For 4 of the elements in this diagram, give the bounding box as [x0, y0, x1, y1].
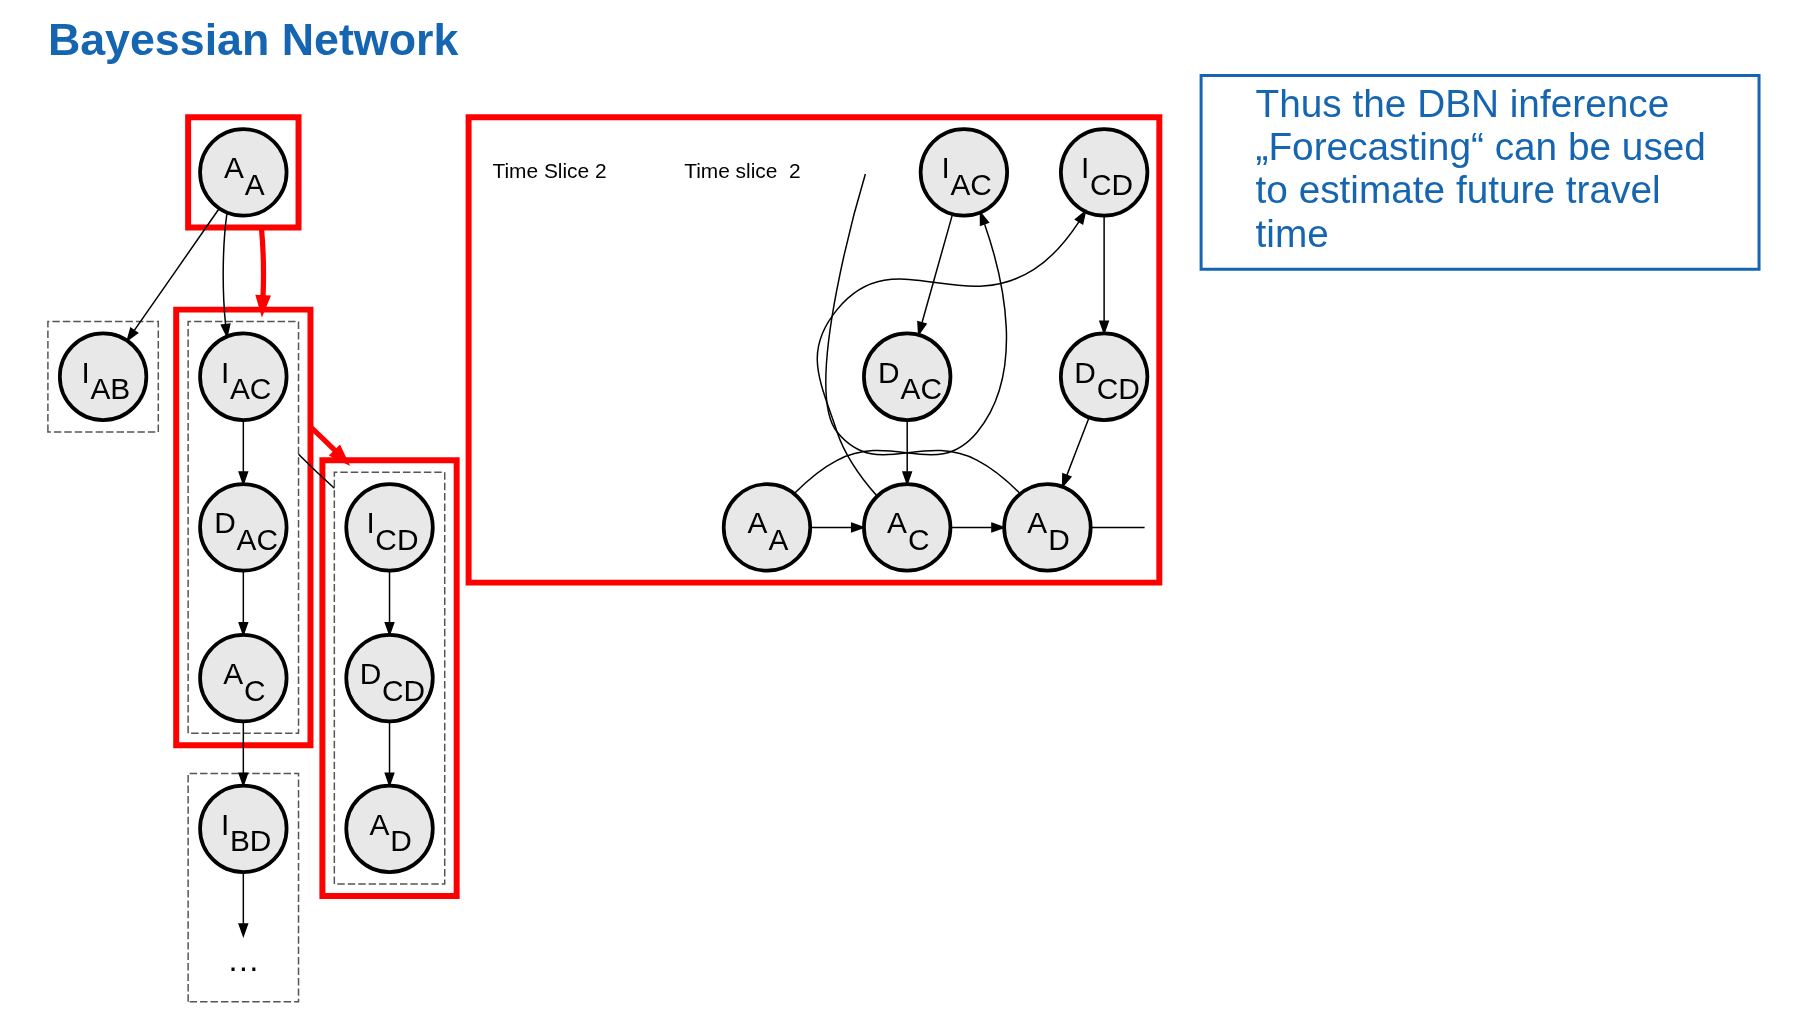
label: Time Slice 2	[491, 158, 607, 182]
node-text: …	[226, 941, 260, 979]
label: Time slice 2	[683, 158, 801, 182]
diagram-title: Bayessian Network	[47, 13, 458, 64]
